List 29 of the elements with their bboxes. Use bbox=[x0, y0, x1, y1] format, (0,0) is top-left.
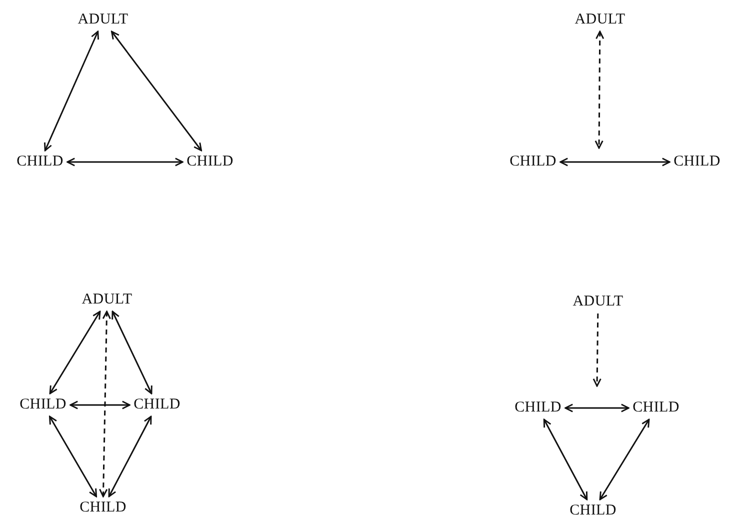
arrow bbox=[110, 30, 202, 152]
arrow bbox=[44, 30, 99, 152]
node-label: ADULT bbox=[574, 12, 626, 28]
node-label: CHILD bbox=[132, 396, 182, 414]
arrow bbox=[49, 310, 101, 394]
arrow bbox=[560, 158, 670, 166]
arrow bbox=[108, 416, 152, 498]
arrow bbox=[70, 400, 130, 410]
arrow bbox=[543, 418, 588, 500]
arrow bbox=[48, 416, 98, 498]
node-label: CHILD bbox=[672, 154, 722, 170]
dashed-arrow bbox=[99, 310, 111, 498]
node-label: CHILD bbox=[508, 154, 558, 170]
arrow bbox=[599, 418, 650, 500]
node-label: CHILD bbox=[18, 396, 68, 414]
node-label: ADULT bbox=[80, 292, 134, 308]
node-label: ADULT bbox=[572, 294, 624, 310]
node-label: ADULT bbox=[76, 12, 130, 28]
dashed-arrow bbox=[592, 313, 602, 387]
node-label: CHILD bbox=[514, 400, 562, 416]
arrow bbox=[112, 310, 152, 394]
dashed-arrow bbox=[594, 30, 604, 149]
node-label: CHILD bbox=[186, 154, 234, 170]
node-label: CHILD bbox=[16, 154, 64, 170]
arrow bbox=[564, 404, 630, 412]
node-label: CHILD bbox=[632, 400, 680, 416]
arrow bbox=[66, 158, 184, 166]
node-label: CHILD bbox=[78, 500, 128, 516]
node-label: CHILD bbox=[568, 502, 618, 520]
